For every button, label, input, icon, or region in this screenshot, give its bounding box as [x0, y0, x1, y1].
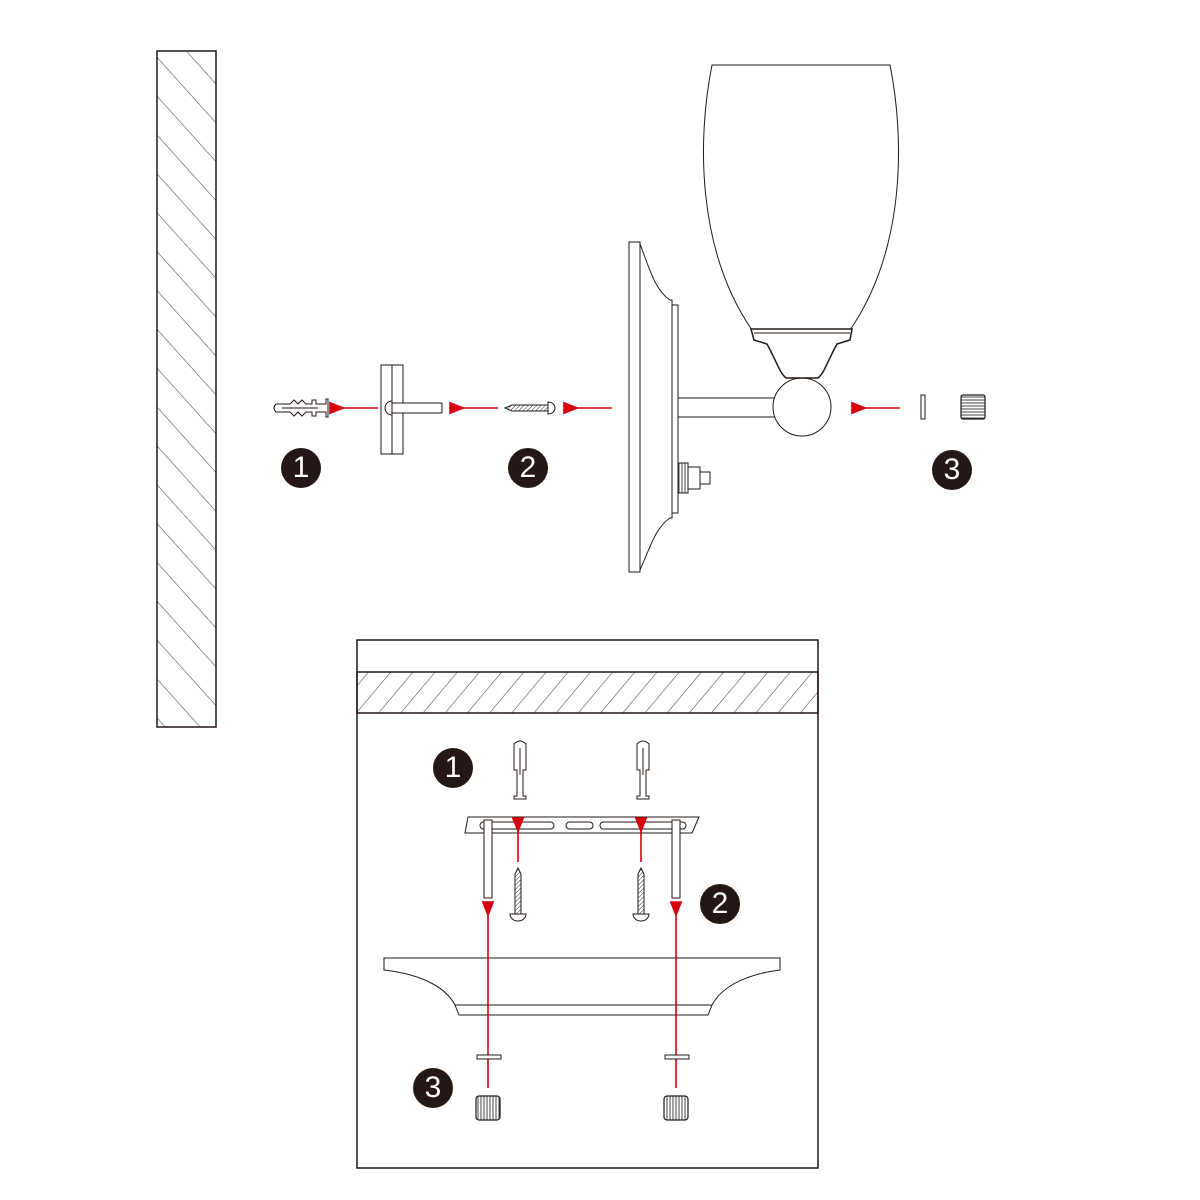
- threaded-rod-right: [671, 819, 681, 899]
- step-badge-ceiling-1: 1: [433, 748, 473, 788]
- threaded-rod-left: [483, 819, 493, 899]
- canopy: [383, 957, 781, 1016]
- glass-shade: [702, 64, 900, 379]
- step-badge-ceiling-3: 3: [413, 1068, 453, 1108]
- step-badge-wall-3: 3: [932, 450, 972, 490]
- screw: [503, 401, 556, 415]
- anchor-right: [636, 740, 650, 800]
- screw-left: [509, 866, 527, 922]
- threaded-nipple: [677, 462, 711, 494]
- backplate: [628, 241, 679, 573]
- washer-right: [664, 1054, 690, 1060]
- cap-nut: [960, 394, 986, 420]
- step-badge-ceiling-2: 2: [700, 884, 740, 924]
- cap-nut-right: [663, 1095, 689, 1121]
- step-badge-wall-1: 1: [281, 448, 321, 488]
- cap-nut-left: [475, 1095, 501, 1121]
- anchor-left: [513, 740, 527, 800]
- ceiling: [356, 671, 819, 714]
- wall-anchor: [273, 398, 329, 418]
- washer: [920, 394, 926, 420]
- crossbar: [464, 816, 700, 834]
- arm: [677, 397, 783, 418]
- step-badge-wall-2: 2: [508, 448, 548, 488]
- wall: [156, 50, 217, 728]
- screw-right: [632, 866, 650, 922]
- mounting-bracket: [380, 364, 443, 455]
- washer-left: [476, 1054, 502, 1060]
- ball-joint: [772, 377, 832, 437]
